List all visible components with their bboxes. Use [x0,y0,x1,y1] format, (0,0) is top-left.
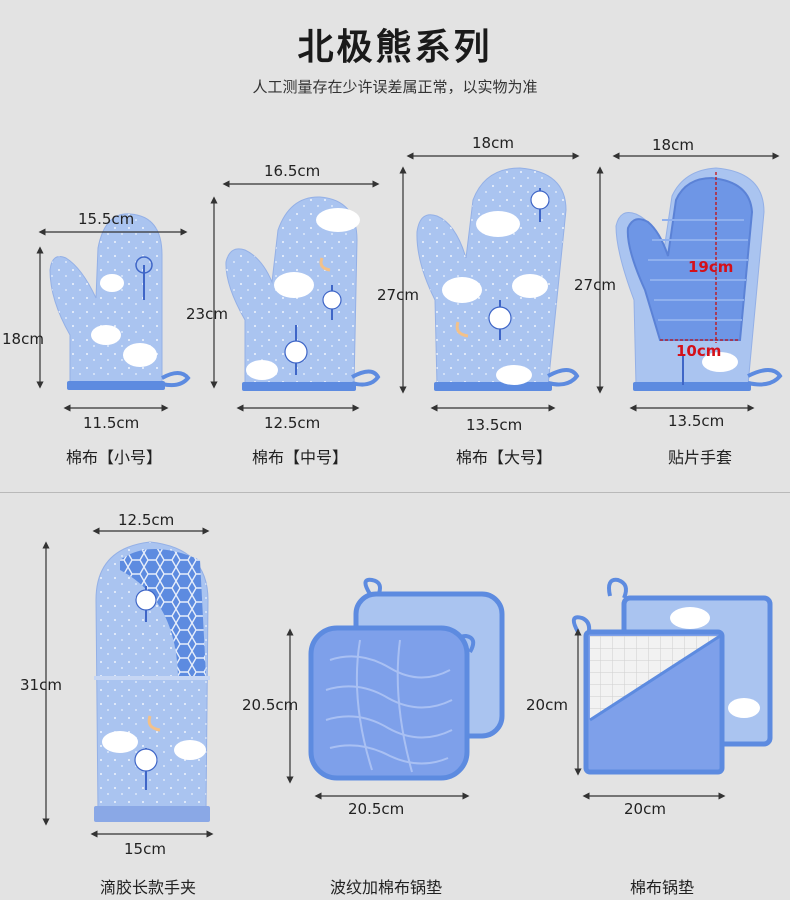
long-mitt-caption: 滴胶长款手夹 [100,878,197,897]
long-mitt-height: 31cm [20,676,62,694]
long-oven-mitt [94,541,210,822]
dimension-lines [36,152,780,838]
glove-small-height: 18cm [2,330,44,348]
glove-small [49,213,191,390]
glove-silicone-inner-width: 10cm [676,342,722,360]
page-subtitle: 人工测量存在少许误差属正常，以实物为准 [252,78,538,96]
glove-silicone-width-bottom: 13.5cm [668,412,725,430]
glove-large-width-bottom: 13.5cm [466,416,523,434]
glove-silicone-width-top: 18cm [652,136,694,154]
glove-medium [225,196,381,391]
glove-medium-caption: 棉布【中号】 [252,448,349,467]
glove-large [416,167,580,391]
cotton-pot-holder [571,577,773,775]
glove-medium-width-bottom: 12.5cm [264,414,321,432]
ripple-pot-holder-width: 20.5cm [348,800,405,818]
cotton-pot-holder-height: 20cm [526,696,568,714]
glove-medium-width-top: 16.5cm [264,162,321,180]
ripple-pot-holder [308,577,505,781]
glove-silicone-height: 27cm [574,276,616,294]
glove-silicone-inner-height: 19cm [688,258,734,276]
ripple-pot-holder-height: 20.5cm [242,696,299,714]
glove-large-height: 27cm [377,286,419,304]
glove-medium-height: 23cm [186,305,228,323]
cotton-pot-holder-caption: 棉布锅垫 [630,878,695,897]
glove-silicone [615,167,783,391]
section-divider [0,492,790,493]
page-title: 北极熊系列 [297,27,493,68]
glove-silicone-caption: 贴片手套 [668,448,733,467]
cotton-pot-holder-width: 20cm [624,800,666,818]
glove-small-width-top: 15.5cm [78,210,135,228]
glove-small-caption: 棉布【小号】 [66,448,163,467]
glove-large-caption: 棉布【大号】 [456,448,553,467]
glove-small-width-bottom: 11.5cm [83,414,140,432]
ripple-pot-holder-caption: 波纹加棉布锅垫 [330,878,443,897]
glove-large-width-top: 18cm [472,134,514,152]
long-mitt-width-top: 12.5cm [118,511,175,529]
long-mitt-width-bottom: 15cm [124,840,166,858]
